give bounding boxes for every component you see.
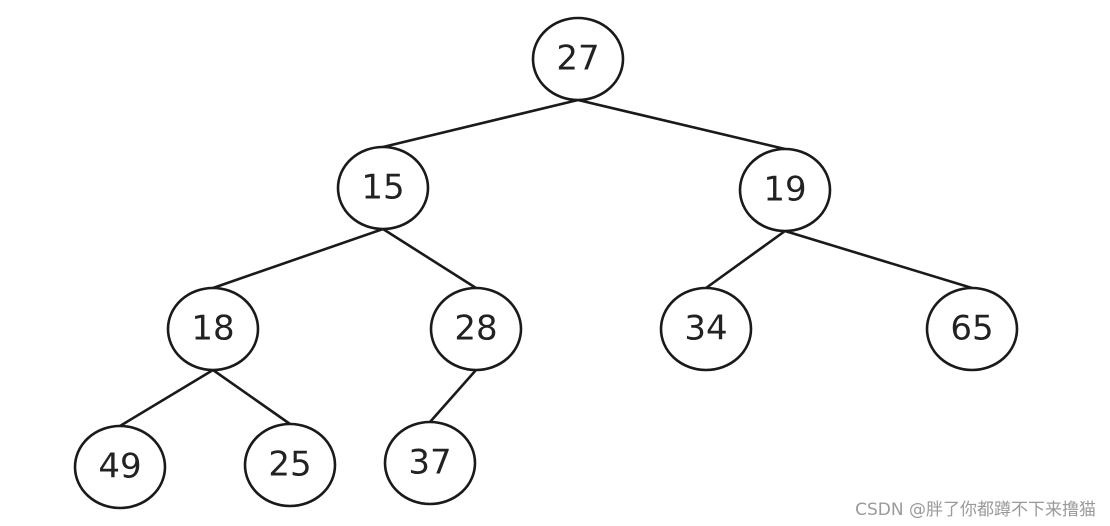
- node-circle: [738, 147, 832, 233]
- tree-node-28: 28: [429, 286, 523, 372]
- node-label: 34: [684, 309, 727, 349]
- tree-node-34: 34: [659, 286, 753, 372]
- node-circle: [531, 16, 625, 102]
- edge-19-34: [704, 229, 787, 290]
- watermark-text: CSDN @胖了你都蹲不下来撸猫: [855, 500, 1096, 520]
- node-circle: [659, 286, 753, 372]
- edge-15-18: [211, 227, 385, 290]
- node-circle: [336, 145, 430, 231]
- edge-18-25: [211, 368, 292, 426]
- node-label: 49: [98, 447, 141, 487]
- tree-node-65: 65: [925, 286, 1019, 372]
- node-circle: [243, 422, 337, 508]
- tree-node-19: 19: [738, 147, 832, 233]
- nodes-layer: 27 15 19 18 28 34 65 49 25 37: [73, 16, 1019, 510]
- node-circle: [166, 286, 260, 372]
- node-label: 65: [950, 309, 993, 349]
- node-circle: [925, 286, 1019, 372]
- edges-layer: [118, 98, 974, 428]
- node-label: 15: [361, 168, 404, 208]
- node-circle: [429, 286, 523, 372]
- edge-28-37: [428, 368, 478, 424]
- tree-node-25: 25: [243, 422, 337, 508]
- tree-node-18: 18: [166, 286, 260, 372]
- tree-node-37: 37: [383, 420, 477, 506]
- edge-19-65: [783, 229, 974, 290]
- node-circle: [73, 424, 167, 510]
- node-label: 18: [191, 309, 234, 349]
- tree-node-15: 15: [336, 145, 430, 231]
- node-label: 28: [454, 309, 497, 349]
- node-label: 27: [556, 39, 599, 79]
- edge-27-19: [576, 98, 787, 151]
- edge-18-49: [118, 368, 215, 428]
- tree-node-27: 27: [531, 16, 625, 102]
- node-label: 25: [268, 445, 311, 485]
- edge-27-15: [381, 98, 580, 149]
- node-circle: [383, 420, 477, 506]
- edge-15-28: [381, 227, 478, 290]
- node-label: 19: [763, 170, 806, 210]
- tree-node-49: 49: [73, 424, 167, 510]
- node-label: 37: [408, 443, 451, 483]
